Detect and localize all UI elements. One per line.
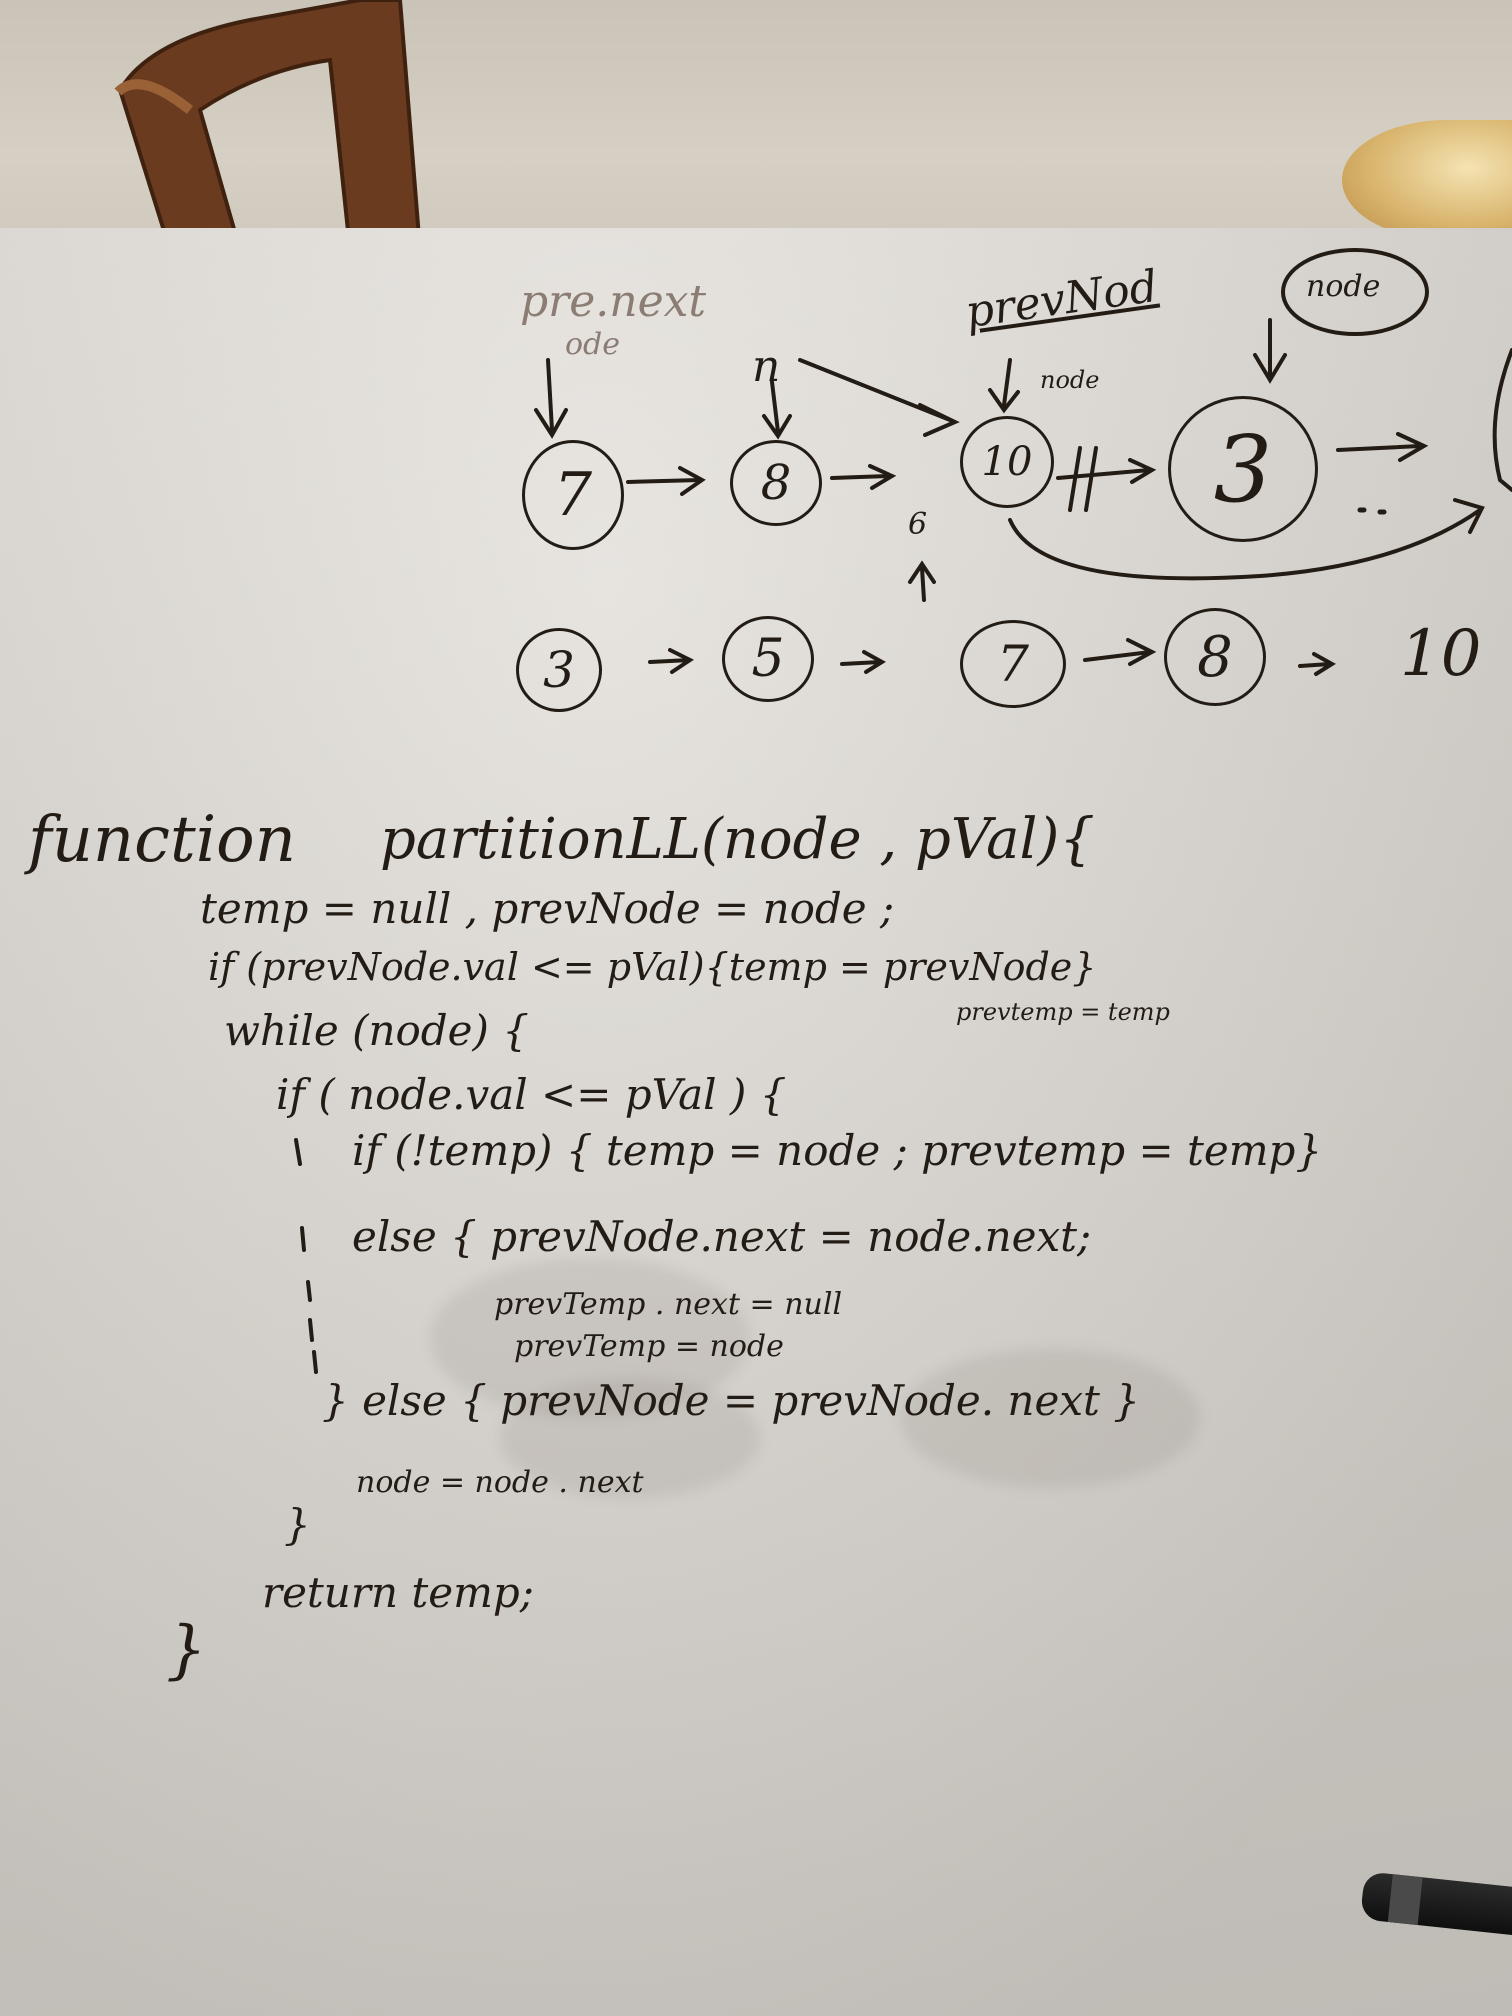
lamp	[1342, 120, 1512, 240]
code-line-10: } else { prevNode = prevNode. next }	[322, 1376, 1140, 1425]
code-line-1: partitionLL(node , pVal){	[380, 807, 1095, 872]
node-label: node	[1306, 269, 1381, 304]
code-line-14: }	[166, 1613, 207, 1687]
top-node-3: 3	[1168, 396, 1318, 542]
code-line-11: node = node . next	[356, 1465, 644, 1500]
code-line-13: return temp;	[262, 1568, 534, 1617]
bottom-node-3: 3	[516, 628, 602, 712]
faint-label: pre.next	[520, 276, 707, 327]
insert-value: 6	[908, 507, 928, 542]
code-line-4: while (node) {	[224, 1006, 529, 1055]
code-line-6: if (!temp) { temp = node ; prevtemp = te…	[352, 1126, 1323, 1175]
top-node-10: 10	[960, 416, 1054, 508]
code-line-3: if (prevNode.val <= pVal){temp = prevNod…	[208, 945, 1097, 989]
top-node-8: 8	[730, 440, 822, 526]
chair-back	[114, 0, 423, 250]
node-small-label: node	[1040, 366, 1100, 394]
code-line-5: if ( node.val <= pVal ) {	[276, 1070, 787, 1119]
code-keyword-function: function	[28, 803, 296, 877]
code-line-7: else { prevNode.next = node.next;	[352, 1212, 1092, 1261]
top-node-7: 7	[522, 440, 624, 550]
code-line-8: prevTemp . next = null	[494, 1287, 843, 1322]
bottom-node-8: 8	[1164, 608, 1266, 706]
bottom-node-5: 5	[722, 616, 814, 702]
code-line-12: }	[284, 1500, 311, 1549]
code-line-9: prevTemp = node	[514, 1329, 784, 1364]
code-line-3b: prevtemp = temp	[956, 998, 1170, 1026]
bottom-node-10: 10	[1400, 617, 1482, 691]
faint-label-2: ode	[565, 327, 621, 362]
code-line-2: temp = null , prevNode = node ;	[200, 884, 895, 933]
n-label: n	[752, 341, 781, 392]
bottom-node-7: 7	[960, 620, 1066, 708]
